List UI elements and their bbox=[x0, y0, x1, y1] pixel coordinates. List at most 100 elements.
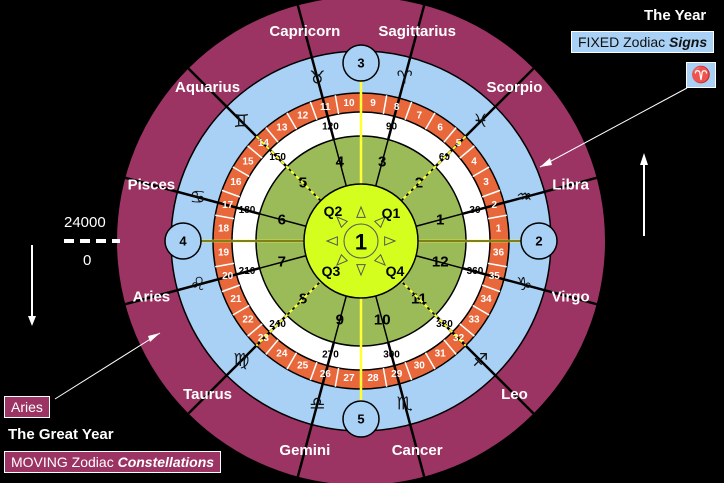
house-number: 9 bbox=[336, 312, 344, 329]
decan-number: 13 bbox=[276, 122, 288, 133]
constellation-label: Scorpio bbox=[487, 79, 543, 96]
decan-divider bbox=[382, 95, 388, 115]
zodiac-sign-icon: ♎ bbox=[309, 394, 325, 415]
decan-divider bbox=[487, 214, 507, 220]
aries-constellation-box: Aries bbox=[4, 396, 50, 418]
constellation-pointer-arrow-icon bbox=[148, 333, 160, 342]
decan-divider bbox=[382, 367, 388, 387]
constellation-label: Gemini bbox=[279, 442, 330, 459]
decan-divider bbox=[404, 361, 413, 381]
constellation-label: Aquarius bbox=[175, 79, 240, 96]
cardinal-number: 5 bbox=[357, 412, 364, 427]
cardinal-number: 4 bbox=[179, 234, 187, 249]
decan-number: 27 bbox=[343, 373, 355, 384]
zodiac-sign-icon: ♍ bbox=[233, 350, 249, 371]
sector-divider bbox=[462, 176, 598, 216]
decan-divider bbox=[232, 166, 250, 178]
sector-divider bbox=[386, 4, 426, 140]
house-number: 8 bbox=[299, 290, 307, 307]
decan-number: 9 bbox=[370, 98, 376, 109]
sun-ray-icon bbox=[384, 236, 397, 246]
cardinal-circle bbox=[520, 222, 558, 260]
house-number: 10 bbox=[374, 312, 391, 329]
sun-ray-icon bbox=[336, 253, 349, 266]
fixed-zodiac-signs-word: Signs bbox=[669, 34, 708, 50]
constellation-label: Taurus bbox=[183, 386, 232, 403]
house-divider bbox=[375, 139, 389, 187]
decan-divider bbox=[309, 101, 318, 121]
zodiac-sign-icon: ♐ bbox=[472, 350, 488, 371]
decan-number: 33 bbox=[468, 315, 480, 326]
sun-ray-icon bbox=[373, 253, 386, 266]
zodiac-sign-icon: ♓ bbox=[472, 111, 488, 132]
decan-number: 17 bbox=[222, 200, 234, 211]
decan-number: 16 bbox=[230, 177, 242, 188]
decan-divider bbox=[286, 352, 298, 370]
decan-divider bbox=[247, 145, 263, 159]
decan-divider bbox=[215, 214, 235, 220]
sector-divider bbox=[386, 342, 426, 478]
zodiac-sign-icon: ♉ bbox=[309, 67, 325, 88]
zodiac-sign-icon: ♒ bbox=[516, 187, 532, 208]
sun-ray-icon bbox=[356, 264, 366, 277]
degree-label: 270 bbox=[322, 349, 339, 360]
sector-divider bbox=[124, 266, 260, 306]
the-year-label: The Year bbox=[644, 7, 707, 24]
decan-divider bbox=[247, 323, 263, 337]
decan-number: 10 bbox=[343, 98, 355, 109]
house-divider bbox=[415, 255, 463, 269]
house-divider bbox=[333, 295, 347, 343]
zodiac-sign-icon: ♑ bbox=[516, 274, 532, 295]
sector-divider bbox=[124, 176, 260, 216]
sign-pointer-line bbox=[539, 87, 688, 168]
house-divider bbox=[333, 139, 347, 187]
decan-divider bbox=[443, 339, 457, 355]
moving-zodiac-constellations-word: Constellations bbox=[117, 454, 215, 470]
zodiac-sign-icon: ♈ bbox=[397, 67, 413, 88]
down-arrow-icon bbox=[28, 316, 36, 326]
degree-label: 240 bbox=[269, 319, 286, 330]
decan-number: 8 bbox=[394, 102, 400, 113]
decan-number: 4 bbox=[471, 156, 477, 167]
house-number: 1 bbox=[436, 211, 444, 228]
decan-number: 7 bbox=[417, 110, 423, 121]
decan-number: 19 bbox=[218, 248, 230, 259]
quadrant-label: Q3 bbox=[322, 263, 341, 279]
sun-ray-icon bbox=[336, 216, 349, 229]
decan-divider bbox=[404, 101, 413, 121]
cardinal-circle bbox=[342, 400, 380, 438]
constellation-pointer-line bbox=[54, 332, 161, 400]
decan-divider bbox=[215, 262, 235, 268]
decan-divider bbox=[265, 127, 279, 143]
degree-label: 300 bbox=[383, 349, 400, 360]
decan-number: 36 bbox=[493, 248, 505, 259]
decan-number: 26 bbox=[320, 369, 332, 380]
constellation-label: Aries bbox=[133, 289, 171, 306]
fixed-zodiac-signs-box: FIXED Zodiac Signs bbox=[571, 31, 715, 53]
degree-label: 30 bbox=[469, 205, 481, 216]
decan-number: 29 bbox=[391, 369, 403, 380]
degree-label: 210 bbox=[239, 266, 256, 277]
cardinal-circle bbox=[342, 44, 380, 82]
constellation-label: Sagittarius bbox=[378, 23, 456, 40]
zodiac-sign-icon: ♊ bbox=[233, 111, 249, 132]
decan-divider bbox=[424, 112, 436, 130]
sun-ray-icon bbox=[356, 205, 366, 218]
moving-zodiac-prefix: MOVING Zodiac bbox=[11, 454, 118, 470]
up-arrow-icon bbox=[640, 153, 648, 165]
sun-icon bbox=[343, 223, 379, 259]
decan-divider bbox=[232, 304, 250, 316]
sector-divider bbox=[434, 67, 535, 168]
decan-number: 11 bbox=[320, 102, 331, 113]
decan-number: 21 bbox=[230, 294, 242, 305]
decan-divider bbox=[472, 166, 490, 178]
house-divider bbox=[259, 255, 307, 269]
decan-number: 28 bbox=[367, 373, 379, 384]
decan-number: 12 bbox=[297, 110, 309, 121]
constellation-label: Leo bbox=[501, 386, 528, 403]
degree-label: 360 bbox=[467, 266, 484, 277]
degree-label: 180 bbox=[239, 205, 256, 216]
sector-divider bbox=[187, 67, 288, 168]
house-number: 12 bbox=[432, 254, 449, 271]
cardinal-number: 2 bbox=[535, 234, 542, 249]
